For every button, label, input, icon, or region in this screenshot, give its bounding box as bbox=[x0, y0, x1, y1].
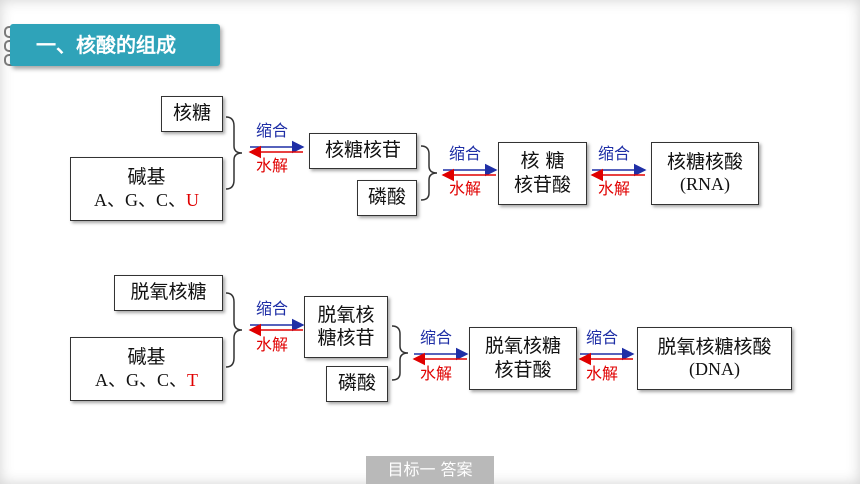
label-condense-rna-1: 缩合 bbox=[256, 121, 289, 140]
dna-base-title: 碱基 bbox=[127, 346, 166, 369]
rna-nucleotide-line2: 核苷酸 bbox=[513, 173, 571, 196]
dna-base-special: T bbox=[187, 369, 198, 390]
rna-base-special: U bbox=[186, 189, 199, 210]
rna-nucleoside-box: 核糖核苷 bbox=[309, 133, 417, 169]
dna-sugar-label: 脱氧核糖 bbox=[130, 281, 207, 304]
label-hydrolyze-dna-1: 水解 bbox=[256, 335, 289, 354]
label-hydrolyze-rna-3: 水解 bbox=[598, 179, 631, 198]
dna-nucleotide-line2: 核苷酸 bbox=[494, 358, 552, 381]
label-hydrolyze-rna-1: 水解 bbox=[256, 156, 289, 175]
bracket-dna-1 bbox=[225, 292, 243, 368]
dna-acid-box: 脱氧核糖核酸 (DNA) bbox=[637, 327, 792, 390]
dna-nucleotide-box: 脱氧核糖 核苷酸 bbox=[469, 327, 577, 390]
label-hydrolyze-dna-3: 水解 bbox=[586, 364, 619, 383]
label-condense-dna-3: 缩合 bbox=[586, 328, 619, 347]
rna-phosphate-label: 磷酸 bbox=[367, 186, 406, 209]
rna-base-title: 碱基 bbox=[127, 166, 166, 189]
dna-base-list: A、G、C、 bbox=[94, 369, 187, 390]
label-condense-dna-2: 缩合 bbox=[420, 328, 453, 347]
label-condense-rna-2: 缩合 bbox=[449, 144, 482, 163]
dna-phosphate-box: 磷酸 bbox=[326, 366, 388, 402]
dna-phosphate-label: 磷酸 bbox=[337, 372, 376, 395]
label-hydrolyze-dna-2: 水解 bbox=[420, 364, 453, 383]
rna-nucleotide-box: 核 糖 核苷酸 bbox=[498, 142, 587, 205]
bracket-dna-2 bbox=[391, 325, 409, 381]
rna-nucleoside-label: 核糖核苷 bbox=[324, 139, 401, 162]
dna-nucleotide-line1: 脱氧核糖 bbox=[484, 335, 561, 358]
bracket-rna-2 bbox=[420, 145, 438, 201]
rna-sugar-box: 核糖 bbox=[161, 96, 223, 132]
rna-base-box: 碱基 A、G、C、U bbox=[70, 157, 223, 221]
dna-sugar-box: 脱氧核糖 bbox=[114, 275, 223, 311]
rna-acid-line2: (RNA) bbox=[680, 174, 730, 195]
label-hydrolyze-rna-2: 水解 bbox=[449, 179, 482, 198]
rna-sugar-label: 核糖 bbox=[172, 102, 211, 125]
rna-acid-box: 核糖核酸 (RNA) bbox=[651, 142, 759, 205]
section-title: 一、核酸的组成 bbox=[10, 24, 220, 66]
label-condense-dna-1: 缩合 bbox=[256, 299, 289, 318]
rna-acid-line1: 核糖核酸 bbox=[666, 150, 743, 173]
dna-acid-line1: 脱氧核糖核酸 bbox=[657, 335, 772, 358]
bracket-rna-1 bbox=[225, 116, 243, 190]
dna-nucleoside-line1: 脱氧核 bbox=[317, 303, 375, 326]
label-condense-rna-3: 缩合 bbox=[598, 144, 631, 163]
rna-phosphate-box: 磷酸 bbox=[357, 180, 417, 216]
dna-nucleoside-box: 脱氧核 糖核苷 bbox=[304, 296, 388, 358]
dna-base-box: 碱基 A、G、C、T bbox=[70, 337, 223, 401]
answer-button[interactable]: 目标一 答案 bbox=[366, 456, 494, 484]
rna-nucleotide-line1: 核 糖 bbox=[520, 150, 565, 173]
rna-base-list: A、G、C、 bbox=[93, 189, 186, 210]
dna-nucleoside-line2: 糖核苷 bbox=[317, 327, 375, 349]
dna-acid-line2: (DNA) bbox=[689, 359, 740, 380]
